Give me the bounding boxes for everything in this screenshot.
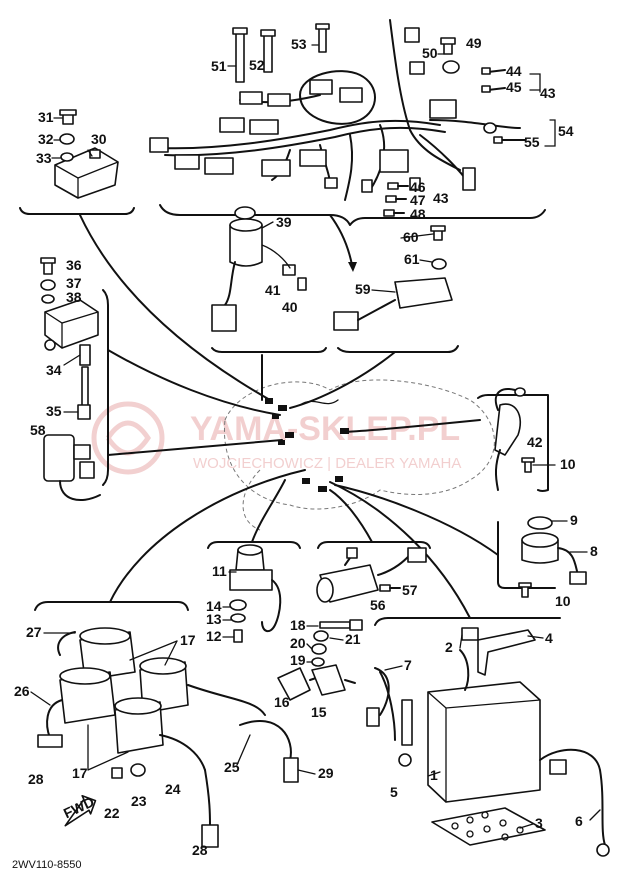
- callout-31: 31: [38, 109, 54, 125]
- document-code: 2WV110-8550: [12, 859, 82, 871]
- callout-40: 40: [282, 299, 298, 315]
- callout-39: 39: [276, 214, 292, 230]
- callout-25: 25: [224, 759, 240, 775]
- callout-42: 42: [527, 434, 543, 450]
- callout-50: 50: [422, 45, 438, 61]
- callout-18: 18: [290, 617, 306, 633]
- callout-43: 43: [540, 85, 556, 101]
- part-flasher-34: [40, 257, 99, 420]
- callout-33: 33: [36, 150, 52, 166]
- callout-23: 23: [131, 793, 147, 809]
- callout-10b: 10: [555, 593, 571, 609]
- callout-10a: 10: [560, 456, 576, 472]
- terminal-55: [483, 122, 526, 144]
- watermark-subtitle: WOJCIECHOWICZ | DEALER YAMAHA: [193, 455, 461, 472]
- watermark-logo-icon: [91, 401, 165, 475]
- callout-19: 19: [290, 652, 306, 668]
- callout-48: 48: [410, 206, 426, 222]
- callout-9: 9: [570, 512, 578, 528]
- harness-bolts: [232, 23, 330, 83]
- part-sensors-15-16: [277, 619, 363, 701]
- callout-54: 54: [558, 123, 574, 139]
- frame-connectors: [265, 398, 349, 492]
- callout-3: 3: [535, 815, 543, 831]
- callout-38: 38: [66, 289, 82, 305]
- callout-43b: 43: [433, 190, 449, 206]
- callout-12: 12: [206, 628, 222, 644]
- callout-34: 34: [46, 362, 62, 378]
- callout-1: 1: [430, 767, 438, 783]
- callout-58: 58: [30, 422, 46, 438]
- callout-45: 45: [506, 79, 522, 95]
- callout-29: 29: [318, 765, 334, 781]
- callout-53: 53: [291, 36, 307, 52]
- callout-15: 15: [311, 704, 327, 720]
- callout-22: 22: [104, 805, 120, 821]
- watermark: YAMA-SKLEP.PL WOJCIECHOWICZ | DEALER YAM…: [91, 401, 461, 475]
- callout-56: 56: [370, 597, 386, 613]
- callout-20: 20: [290, 635, 306, 651]
- section-brackets: [19, 204, 561, 626]
- callout-49: 49: [466, 35, 482, 51]
- watermark-brand: YAMA-SKLEP.PL: [190, 410, 460, 448]
- part-starter-relay-56: [316, 547, 427, 603]
- part-igniter-58: [43, 434, 101, 501]
- callout-27: 27: [26, 624, 42, 640]
- part-rectifier-30: [54, 109, 119, 199]
- callout-32: 32: [38, 131, 54, 147]
- callout-8: 8: [590, 543, 598, 559]
- terminals-44-45: [481, 67, 506, 93]
- callout-41: 41: [265, 282, 281, 298]
- callout-24: 24: [165, 781, 181, 797]
- callout-4: 4: [545, 630, 553, 646]
- callout-44: 44: [506, 63, 522, 79]
- wire-harness: [149, 19, 521, 201]
- forward-arrow: FWD: [61, 793, 97, 827]
- part-switch-8: [518, 516, 587, 598]
- callout-28a: 28: [28, 771, 44, 787]
- callout-16: 16: [274, 694, 290, 710]
- part-oil-switch-11: [229, 544, 282, 643]
- callout-36: 36: [66, 257, 82, 273]
- callout-57: 57: [402, 582, 418, 598]
- callout-55: 55: [524, 134, 540, 150]
- callout-11: 11: [212, 563, 227, 579]
- callout-28b: 28: [192, 842, 208, 858]
- part-main-switch-39: [211, 206, 307, 332]
- callout-35: 35: [46, 403, 62, 419]
- callout-7: 7: [404, 657, 412, 673]
- callout-2: 2: [445, 639, 453, 655]
- callout-59: 59: [355, 281, 371, 297]
- frame-outline: [223, 379, 495, 531]
- callout-52: 52: [249, 57, 265, 73]
- callout-5: 5: [390, 784, 398, 800]
- callout-17a: 17: [180, 632, 196, 648]
- callout-47: 47: [410, 192, 426, 208]
- callout-37: 37: [66, 275, 82, 291]
- callout-61: 61: [404, 251, 420, 267]
- bolt-49-50: [440, 37, 460, 74]
- callout-labels: 51 52 53 50 49 44 45 43 54 55 46 47 48 4…: [14, 35, 598, 858]
- callout-51: 51: [211, 58, 227, 74]
- watermark-logo-swirl: [105, 420, 152, 456]
- callout-13: 13: [206, 611, 222, 627]
- part-ignition-coils-17: [37, 627, 299, 848]
- callout-46: 46: [410, 179, 426, 195]
- callout-30: 30: [91, 131, 107, 147]
- callout-6: 6: [575, 813, 583, 829]
- callout-leaders: [30, 44, 601, 829]
- part-sensor-42: [494, 387, 535, 491]
- callout-17b: 17: [72, 765, 88, 781]
- terminals-46-47-48: [383, 182, 409, 217]
- callout-21: 21: [345, 631, 361, 647]
- part-battery-1: [366, 627, 610, 857]
- callout-14: 14: [206, 598, 222, 614]
- part-relay-59: [333, 225, 453, 331]
- callout-26: 26: [14, 683, 30, 699]
